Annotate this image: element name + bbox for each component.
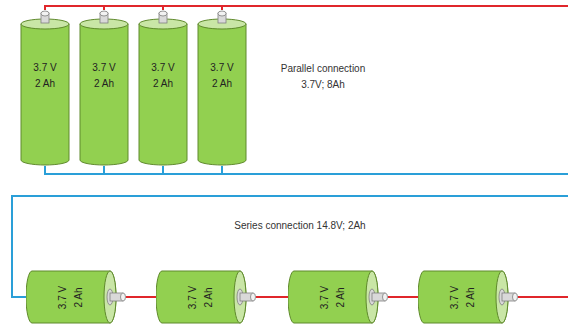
cell-rating-text: 2 Ah: [33, 76, 56, 92]
cell-rating: 3.7 V2 Ah: [317, 285, 348, 308]
cell-rating-text: 3.7 V: [185, 285, 201, 308]
battery-cell: 3.7 V2 Ah: [138, 10, 188, 166]
cell-rating: 3.7 V2 Ah: [151, 60, 174, 91]
cell-wire: [104, 6, 163, 10]
cell-rating-text: 2 Ah: [201, 285, 217, 308]
cell-rating: 3.7 V2 Ah: [55, 285, 86, 308]
cell-wire: [388, 296, 418, 298]
cell-rating: 3.7 V2 Ah: [92, 60, 115, 91]
positive-wire: [222, 5, 568, 7]
cell-wire: [126, 296, 156, 298]
battery-cell: 3.7 V2 Ah: [156, 270, 256, 324]
cell-rating-text: 3.7 V: [317, 285, 333, 308]
cell-wire: [104, 166, 163, 174]
battery-cell: 3.7 V2 Ah: [197, 10, 247, 166]
cell-rating-text: 2 Ah: [151, 76, 174, 92]
cell-rating-text: 2 Ah: [71, 285, 87, 308]
cell-rating-text: 2 Ah: [463, 285, 479, 308]
cell-wire: [45, 166, 104, 174]
battery-cell: 3.7 V2 Ah: [288, 270, 388, 324]
cell-rating-text: 3.7 V: [447, 285, 463, 308]
cell-rating-text: 3.7 V: [55, 285, 71, 308]
cell-rating: 3.7 V2 Ah: [210, 60, 233, 91]
cell-rating: 3.7 V2 Ah: [447, 285, 478, 308]
cell-rating-text: 3.7 V: [210, 60, 233, 76]
battery-cell: 3.7 V2 Ah: [20, 10, 70, 166]
battery-cell: 3.7 V2 Ah: [79, 10, 129, 166]
cell-wire: [256, 296, 288, 298]
cell-rating-text: 3.7 V: [92, 60, 115, 76]
cell-wire: [163, 6, 222, 10]
battery-cell: 3.7 V2 Ah: [418, 270, 518, 324]
cell-rating-text: 3.7 V: [33, 60, 56, 76]
cell-rating-text: 2 Ah: [92, 76, 115, 92]
battery-cell: 3.7 V2 Ah: [26, 270, 126, 324]
cell-wire: [163, 166, 222, 174]
cell-rating-text: 2 Ah: [210, 76, 233, 92]
positive-wire: [518, 296, 568, 298]
negative-wire: [222, 173, 568, 175]
cell-wire: [45, 6, 104, 10]
connection-label: Series connection 14.8V; 2Ah: [215, 218, 385, 234]
cell-rating: 3.7 V2 Ah: [185, 285, 216, 308]
connection-label: Parallel connection 3.7V; 8Ah: [273, 61, 373, 93]
cell-rating: 3.7 V2 Ah: [33, 60, 56, 91]
cell-rating-text: 2 Ah: [333, 285, 349, 308]
cell-rating-text: 3.7 V: [151, 60, 174, 76]
